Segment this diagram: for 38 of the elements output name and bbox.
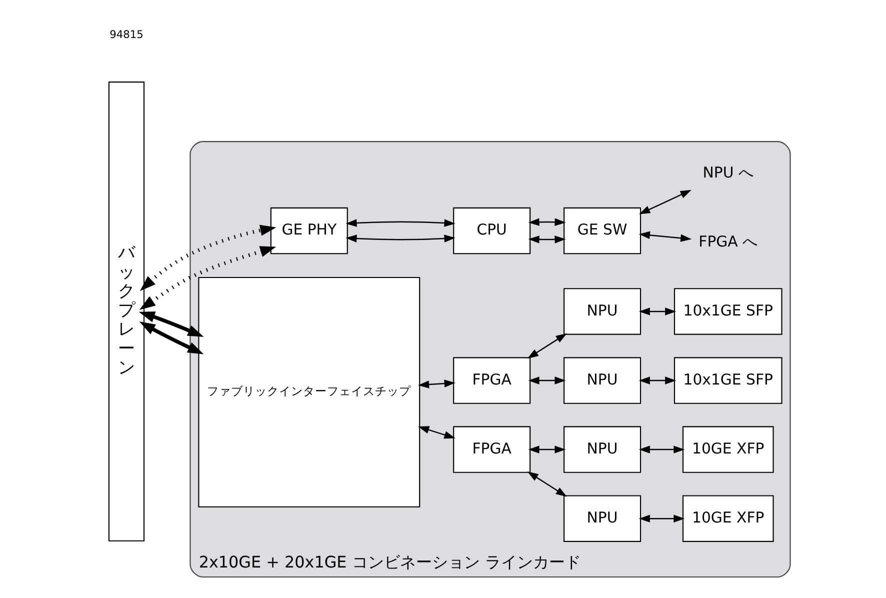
arrow bbox=[638, 308, 676, 316]
node-box: NPU bbox=[563, 426, 641, 473]
node-box: NPU bbox=[563, 288, 641, 335]
arrow bbox=[138, 246, 276, 310]
node-box: ファブリックインターフェイスチップ bbox=[198, 276, 420, 508]
arrow bbox=[638, 446, 684, 454]
arrow bbox=[345, 234, 455, 242]
node-box: FPGA bbox=[452, 426, 530, 473]
node-box: 10x1GE SFP bbox=[673, 357, 782, 404]
arrow bbox=[528, 446, 566, 454]
arrow bbox=[418, 426, 455, 439]
arrow bbox=[528, 236, 566, 244]
arrow bbox=[638, 514, 684, 522]
arrow bbox=[345, 219, 455, 227]
arrow bbox=[528, 376, 566, 384]
node-box: GE PHY bbox=[270, 207, 348, 254]
node-box: GE SW bbox=[563, 207, 641, 254]
arrow bbox=[638, 231, 692, 242]
arrow bbox=[138, 312, 204, 337]
arrow bbox=[528, 218, 566, 226]
node-box: 10x1GE SFP bbox=[673, 288, 782, 335]
node-text: FPGA へ bbox=[698, 232, 758, 250]
node-box: NPU bbox=[563, 357, 641, 404]
arrow bbox=[526, 333, 566, 359]
node-box: 10GE XFP bbox=[682, 426, 774, 473]
label: 94815 bbox=[109, 28, 143, 42]
node-box: FPGA bbox=[452, 357, 530, 404]
arrow bbox=[638, 190, 691, 214]
node-box: 10GE XFP bbox=[682, 495, 774, 542]
node-box: NPU bbox=[563, 495, 641, 542]
arrow bbox=[138, 322, 204, 354]
node-box: バックプレーン bbox=[108, 82, 144, 542]
arrow bbox=[139, 224, 276, 292]
node-text: NPU へ bbox=[702, 163, 753, 182]
node-box: CPU bbox=[452, 207, 530, 254]
arrow bbox=[638, 376, 676, 384]
arrow bbox=[526, 471, 566, 497]
arrow bbox=[418, 380, 455, 388]
